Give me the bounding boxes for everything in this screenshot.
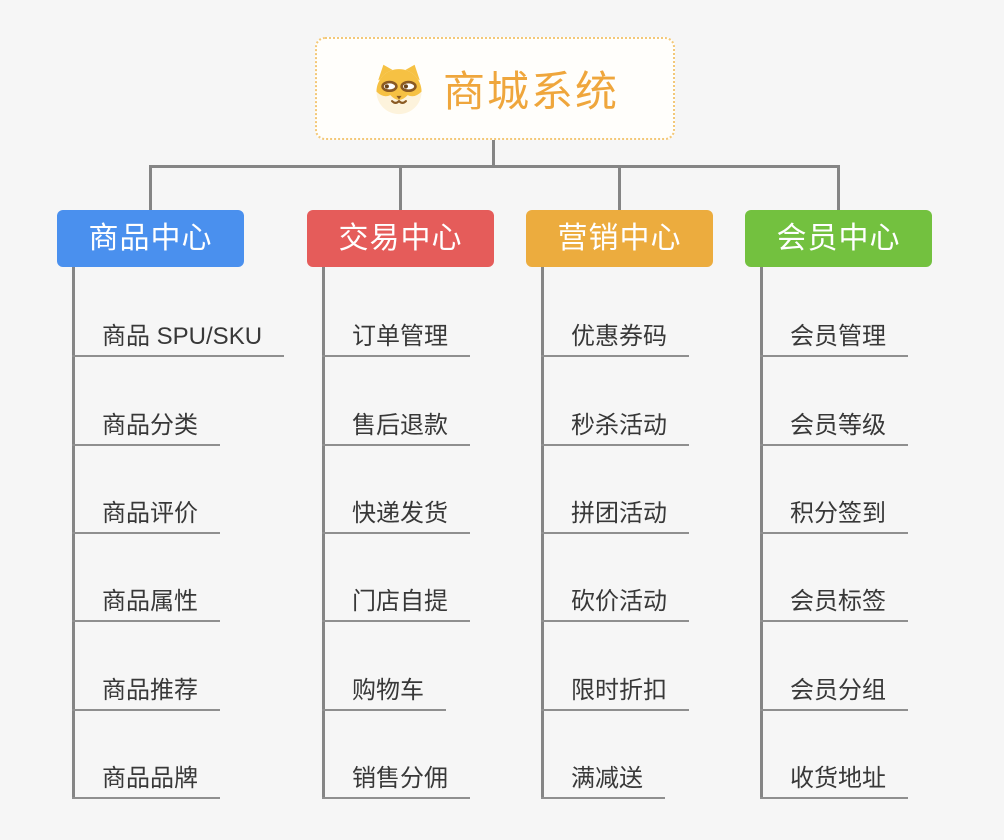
sub-item[interactable]: 商品品牌	[72, 763, 220, 799]
sub-item[interactable]: 购物车	[322, 675, 446, 711]
branch-header-3[interactable]: 营销中心	[526, 210, 713, 267]
branch-header-1[interactable]: 商品中心	[57, 210, 244, 267]
sub-item[interactable]: 会员管理	[760, 321, 908, 357]
sub-item[interactable]: 订单管理	[322, 321, 470, 357]
sub-item[interactable]: 商品 SPU/SKU	[72, 321, 285, 357]
sub-item[interactable]: 拼团活动	[541, 498, 689, 534]
sub-item[interactable]: 门店自提	[322, 586, 470, 622]
branch-drop-line	[618, 165, 621, 210]
sub-item[interactable]: 商品分类	[72, 410, 220, 446]
root-title: 商城系统	[442, 68, 619, 115]
sub-item[interactable]: 商品推荐	[72, 675, 220, 711]
branch-drop-line	[837, 165, 840, 210]
sub-item[interactable]: 快递发货	[322, 498, 470, 534]
sub-item[interactable]: 商品评价	[72, 498, 220, 534]
sub-item[interactable]: 商品属性	[72, 586, 220, 622]
sub-item[interactable]: 会员等级	[760, 410, 908, 446]
sub-item[interactable]: 销售分佣	[322, 763, 470, 799]
sub-item[interactable]: 满减送	[541, 763, 665, 799]
sub-item[interactable]: 收货地址	[760, 763, 908, 799]
root-connector-line	[492, 140, 495, 166]
branch-header-label: 营销中心	[557, 222, 682, 255]
sub-item[interactable]: 会员分组	[760, 675, 908, 711]
sub-item[interactable]: 砍价活动	[541, 586, 689, 622]
sub-item[interactable]: 售后退款	[322, 410, 470, 446]
sub-item[interactable]: 限时折扣	[541, 675, 689, 711]
sub-item[interactable]: 优惠券码	[541, 321, 689, 357]
branch-drop-line	[399, 165, 402, 210]
branch-header-label: 会员中心	[776, 222, 901, 255]
sub-item[interactable]: 积分签到	[760, 498, 908, 534]
sub-item[interactable]: 秒杀活动	[541, 410, 689, 446]
sub-item[interactable]: 会员标签	[760, 586, 908, 622]
branch-header-label: 交易中心	[338, 222, 463, 255]
branch-drop-line	[149, 165, 152, 210]
shiba-dog-icon	[371, 63, 427, 115]
branch-header-4[interactable]: 会员中心	[745, 210, 932, 267]
spine-connector-line	[149, 165, 840, 168]
branch-header-label: 商品中心	[88, 222, 213, 255]
branch-header-2[interactable]: 交易中心	[307, 210, 494, 267]
root-node[interactable]: 商城系统	[315, 37, 675, 140]
